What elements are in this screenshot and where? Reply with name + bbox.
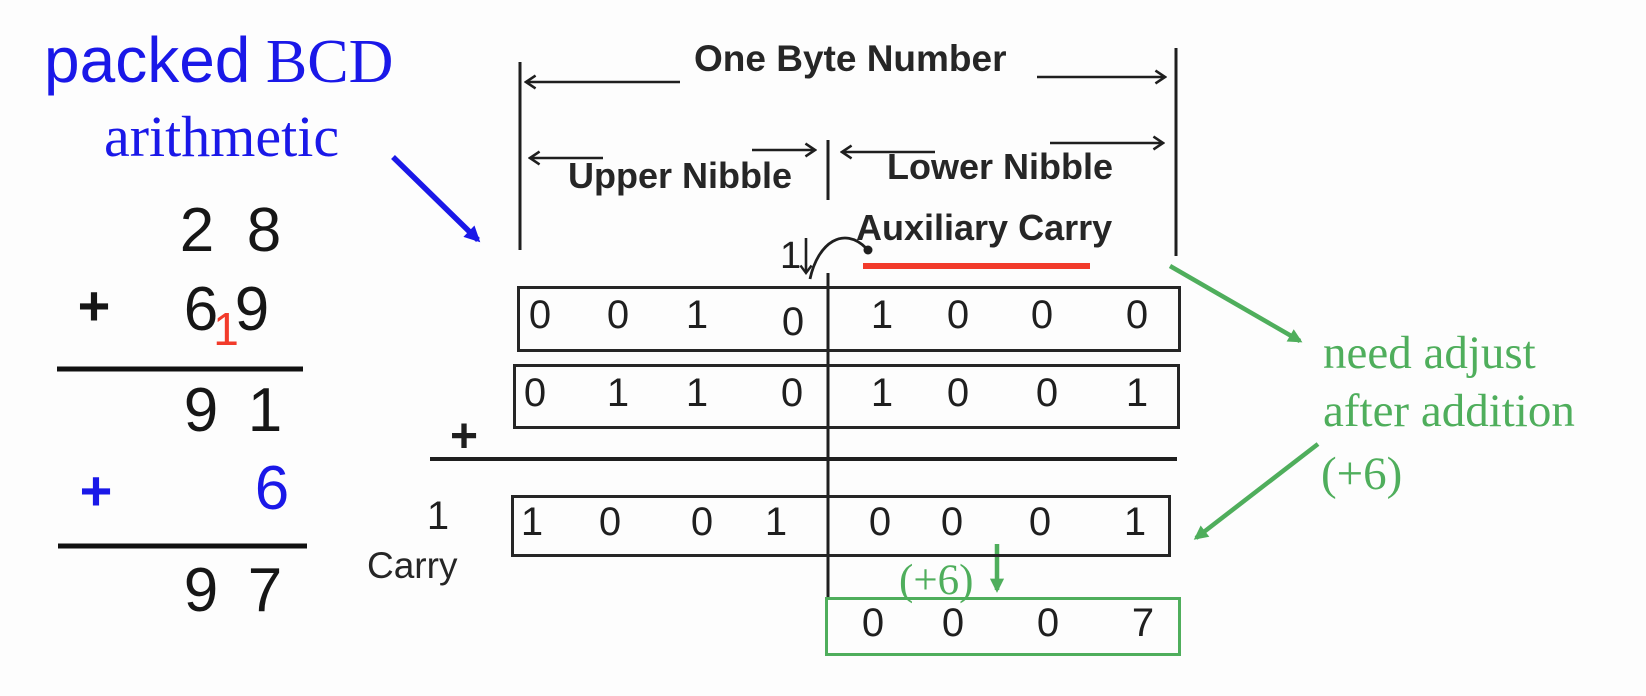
bit-digit: 1	[870, 293, 894, 337]
title-word-bcd: BCD	[265, 28, 394, 96]
carry-label: Carry	[367, 545, 458, 586]
adjust-arrows	[989, 264, 1320, 593]
page-title: packed BCD	[44, 28, 393, 93]
decimal-result2-digit: 7	[247, 556, 283, 625]
adjusted-result-box	[825, 597, 1181, 656]
need-adjust-note-line3: (+6)	[1321, 448, 1403, 500]
result-box	[511, 495, 1171, 557]
decimal-sum-rules	[57, 366, 307, 549]
bit-digit: 0	[1030, 293, 1054, 337]
operand1-box	[517, 286, 1181, 352]
title-line2: arithmetic	[104, 104, 340, 169]
bit-digit: 0	[690, 500, 714, 544]
bit-digit: 0	[780, 371, 804, 415]
bit-digit: 0	[861, 601, 885, 645]
bit-digit: 0	[941, 601, 965, 645]
lower-nibble-label: Lower Nibble	[887, 146, 1114, 187]
aux-carry-bit: 1	[780, 235, 802, 277]
bit-digit: 0	[781, 300, 805, 344]
operand2-box	[513, 364, 1180, 429]
need-adjust-note-line2: after addition	[1323, 385, 1575, 437]
decimal-plus-sign: +	[77, 274, 111, 337]
bit-digit: 0	[523, 371, 547, 415]
bit-digit: 0	[868, 500, 892, 544]
upper-nibble-label: Upper Nibble	[568, 155, 793, 196]
bit-digit: 0	[598, 500, 622, 544]
title-word-packed: packed	[44, 24, 251, 96]
bit-digit: 0	[1028, 500, 1052, 544]
title-pointer-arrow	[391, 155, 481, 243]
bit-digit: 1	[870, 371, 894, 415]
byte-boundary-lines	[518, 48, 1178, 597]
plus6-inline-label: (+6)	[899, 557, 974, 604]
bit-digit: 0	[528, 293, 552, 337]
bit-digit: 1	[1125, 371, 1149, 415]
bit-digit: 1	[1123, 500, 1147, 544]
aux-carry-arrow	[806, 236, 873, 280]
bit-digit: 1	[764, 500, 788, 544]
bit-digit: 0	[940, 500, 964, 544]
decimal-result1-digit: 9	[183, 376, 219, 445]
need-adjust-note-line1: need adjust	[1323, 327, 1536, 379]
bit-digit: 0	[946, 371, 970, 415]
bit-digit: 1	[606, 371, 630, 415]
decimal-addend2-digit: 9	[234, 275, 270, 344]
dimension-arrows	[527, 77, 1164, 158]
binary-plus-sign: +	[449, 410, 479, 463]
bit-digit: 0	[946, 293, 970, 337]
bit-digit: 0	[1036, 601, 1060, 645]
decimal-adjust-digit: 6	[254, 454, 290, 523]
carry-bit: 1	[426, 494, 450, 538]
bit-digit: 0	[1125, 293, 1149, 337]
bit-digit: 1	[520, 500, 544, 544]
decimal-adjust-plus-sign: +	[79, 459, 113, 522]
decimal-addend1-digit: 2	[179, 196, 215, 265]
decimal-result2-digit: 9	[183, 556, 219, 625]
bit-digit: 1	[685, 293, 709, 337]
decimal-addend1-digit: 8	[246, 196, 282, 265]
bit-digit: 1	[685, 371, 709, 415]
bit-digit: 7	[1131, 601, 1155, 645]
decimal-addend2-digit: 6	[183, 275, 219, 344]
one-byte-label: One Byte Number	[694, 38, 1007, 79]
decimal-carry-digit: 1	[213, 303, 239, 355]
aux-carry-label: Auxiliary Carry	[856, 207, 1113, 248]
bit-digit: 0	[606, 293, 630, 337]
decimal-result1-digit: 1	[247, 376, 283, 445]
bit-digit: 0	[1035, 371, 1059, 415]
